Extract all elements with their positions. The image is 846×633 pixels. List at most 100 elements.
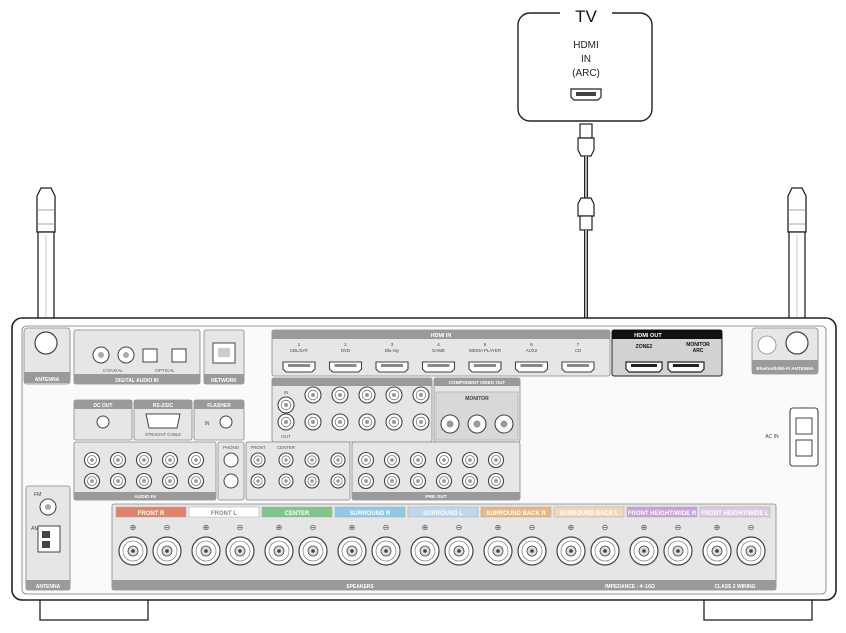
hdmi-input-name: GAME bbox=[432, 348, 445, 353]
hdmi-input-name: MEDIA PLAYER bbox=[469, 348, 501, 353]
speaker-terminal bbox=[590, 536, 620, 566]
multi-in-jack bbox=[304, 473, 320, 489]
video-out-label: OUT bbox=[281, 434, 291, 439]
hdmi-input-number: 1 bbox=[298, 342, 301, 348]
hdmi-input-number: 6 bbox=[530, 342, 533, 348]
hdmi-input-port bbox=[514, 361, 549, 373]
monitor-arc-label-2: ARC bbox=[693, 348, 704, 354]
speaker-terminal bbox=[444, 536, 474, 566]
zone2-label: ZONE2 bbox=[636, 344, 653, 350]
tv-port-label-3: (ARC) bbox=[572, 68, 600, 79]
speakers-label: SPEAKERS bbox=[346, 584, 374, 590]
speaker-group-label: SURROUND L bbox=[423, 511, 463, 517]
hdmi-input-port bbox=[421, 361, 456, 373]
speaker-terminal bbox=[118, 536, 148, 566]
rs232c-label: RS-232C bbox=[153, 403, 174, 409]
pre-out-jack bbox=[461, 472, 479, 490]
speaker-group-label: SURROUND R bbox=[350, 511, 391, 517]
speaker-terminal bbox=[483, 536, 513, 566]
svg-text:⊖: ⊖ bbox=[748, 523, 755, 532]
phono-label: PHONO bbox=[223, 445, 240, 450]
tv-title: TV bbox=[575, 7, 597, 26]
audio-in-jack bbox=[83, 472, 101, 490]
svg-text:⊖: ⊖ bbox=[237, 523, 244, 532]
speaker-group: FRONT HEIGHT/WIDE L ⊕ ⊖ bbox=[699, 506, 771, 566]
multi-in-jack bbox=[278, 452, 294, 468]
speaker-terminal bbox=[663, 536, 693, 566]
speaker-group: SURROUND L⊕⊖ bbox=[407, 506, 479, 566]
video-jack bbox=[358, 386, 376, 404]
receiver-feet bbox=[39, 597, 813, 621]
speaker-group: FRONT R⊕⊖ bbox=[115, 506, 187, 566]
svg-text:⊖: ⊖ bbox=[164, 523, 171, 532]
digital-audio-in-panel: COAXIAL OPTICAL DIGITAL AUDIO IN bbox=[73, 329, 201, 385]
monitor-label: MONITOR bbox=[465, 396, 489, 402]
bt-antenna-label: Bluetooth/Wi-Fi ANTENNA bbox=[756, 366, 814, 371]
speaker-group-label: FRONT HEIGHT/WIDE L bbox=[701, 511, 769, 517]
hdmi-out-label: HDMI OUT bbox=[634, 333, 662, 339]
optical-label: OPTICAL bbox=[155, 368, 175, 373]
speaker-terminal bbox=[629, 536, 659, 566]
dc-out-label: DC OUT bbox=[93, 403, 112, 409]
pre-out-jack bbox=[357, 451, 375, 469]
speaker-terminal bbox=[371, 536, 401, 566]
multi-in-jack bbox=[330, 452, 346, 468]
pre-out-jack bbox=[357, 472, 375, 490]
fm-am-antenna-panel: FM AM ANTENNA bbox=[25, 485, 71, 591]
audio-in-label: AUDIO IN bbox=[134, 494, 156, 500]
multi-in-jack bbox=[304, 452, 320, 468]
video-jack bbox=[277, 413, 295, 431]
pre-out-jack bbox=[487, 451, 505, 469]
ac-in-label: AC IN bbox=[765, 434, 779, 440]
video-jack bbox=[412, 386, 430, 404]
monitor-arc-label-1: MONITOR bbox=[686, 342, 710, 348]
tv-port-label-2: IN bbox=[581, 54, 591, 65]
straight-cable-label: STRAIGHT CABLE bbox=[145, 432, 181, 437]
am-label: AM bbox=[31, 526, 39, 532]
speaker-terminal bbox=[337, 536, 367, 566]
speaker-terminal bbox=[152, 536, 182, 566]
svg-text:⊖: ⊖ bbox=[602, 523, 609, 532]
speaker-group: FRONT HEIGHT/WIDE R⊕⊖ bbox=[626, 506, 698, 566]
flasher-in-label: IN bbox=[205, 421, 210, 427]
hdmi-input-port bbox=[561, 361, 595, 373]
video-jack bbox=[277, 396, 295, 414]
tv: TV HDMI IN (ARC) bbox=[517, 6, 653, 122]
audio-in-jack bbox=[135, 472, 153, 490]
speaker-group-label: FRONT R bbox=[138, 511, 165, 517]
audio-in-panel: AUDIO IN PHONO FRONT CENTER PRE OUT bbox=[73, 441, 521, 501]
speaker-group-label: FRONT HEIGHT/WIDE R bbox=[628, 511, 697, 517]
speaker-terminal bbox=[298, 536, 328, 566]
hdmi-out-panel: HDMI OUT ZONE2 MONITOR ARC bbox=[611, 329, 723, 377]
speaker-terminal bbox=[191, 536, 221, 566]
svg-text:⊖: ⊖ bbox=[456, 523, 463, 532]
hdmi-input-port bbox=[468, 361, 502, 373]
pre-out-label: PRE OUT bbox=[425, 494, 446, 500]
left-antenna-label: ANTENNA bbox=[35, 377, 60, 383]
audio-in-jack bbox=[161, 472, 179, 490]
speaker-terminal bbox=[736, 536, 766, 566]
speaker-group-label: FRONT L bbox=[211, 511, 237, 517]
speaker-group: FRONT L⊕⊖ bbox=[188, 506, 260, 566]
multi-in-jack bbox=[278, 473, 294, 489]
speaker-group: SURROUND BACK L⊕⊖ bbox=[553, 506, 625, 566]
speaker-group-label: SURROUND BACK R bbox=[486, 511, 546, 517]
hdmi-input-number: 7 bbox=[577, 342, 580, 348]
multi-in-jack bbox=[330, 473, 346, 489]
pre-out-jack bbox=[487, 472, 505, 490]
network-panel: NETWORK bbox=[203, 329, 245, 385]
fm-label: FM bbox=[34, 492, 42, 498]
component-video-out-label: COMPONENT VIDEO OUT bbox=[449, 380, 506, 385]
speaker-terminal bbox=[556, 536, 586, 566]
hdmi-input-name: DVD bbox=[341, 348, 350, 353]
audio-in-jack bbox=[161, 451, 179, 469]
cable-plug-top bbox=[579, 123, 593, 139]
tv-body bbox=[517, 12, 653, 122]
svg-text:⊕: ⊕ bbox=[714, 523, 721, 532]
svg-text:⊕: ⊕ bbox=[349, 523, 356, 532]
hdmi-input-number: 3 bbox=[391, 342, 394, 348]
hdmi-input-number: 2 bbox=[344, 342, 347, 348]
pre-out-jack bbox=[383, 451, 401, 469]
hdmi-in-panel: HDMI IN 1CBL/SAT2DVD3Blu-ray4GAME5MEDIA … bbox=[271, 329, 611, 377]
